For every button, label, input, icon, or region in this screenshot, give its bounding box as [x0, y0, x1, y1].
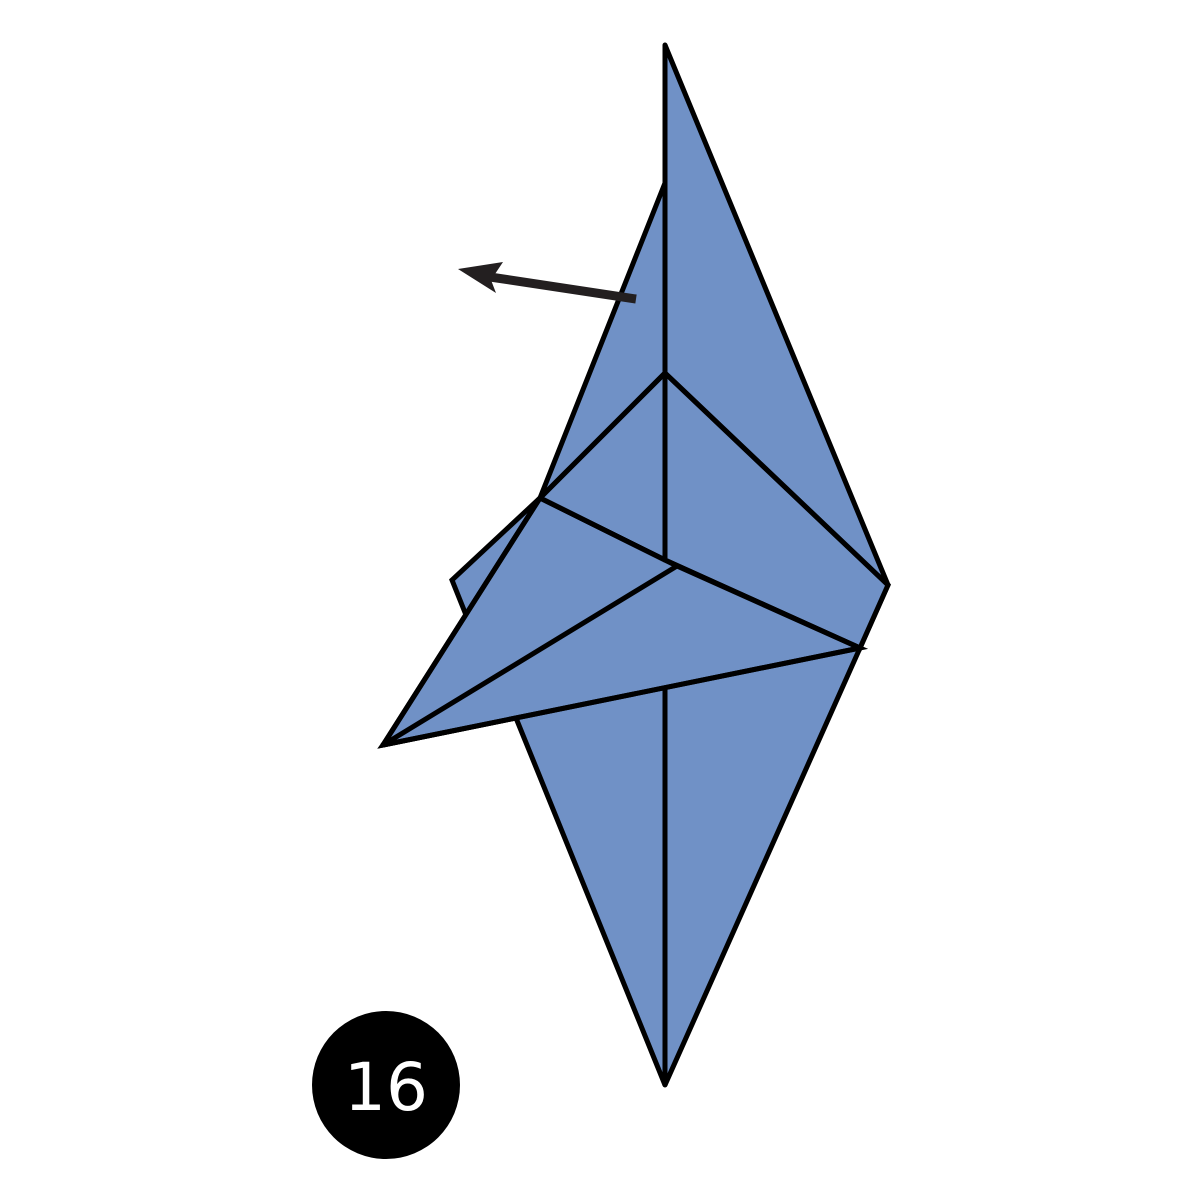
fold-direction-arrow-icon	[458, 262, 637, 304]
inner-right-edge	[662, 370, 891, 588]
flap-left-edge	[380, 495, 543, 748]
flap-top-edge	[537, 495, 668, 563]
step-number-badge: 16	[312, 1011, 460, 1159]
flap-diagonal-edge	[662, 557, 863, 651]
flap-bottom-edge	[380, 645, 863, 748]
inner-left-edge	[537, 370, 668, 501]
origami-model	[377, 42, 892, 1088]
step-number-text: 16	[344, 1049, 428, 1126]
flap-inner-diagonal	[380, 563, 680, 748]
